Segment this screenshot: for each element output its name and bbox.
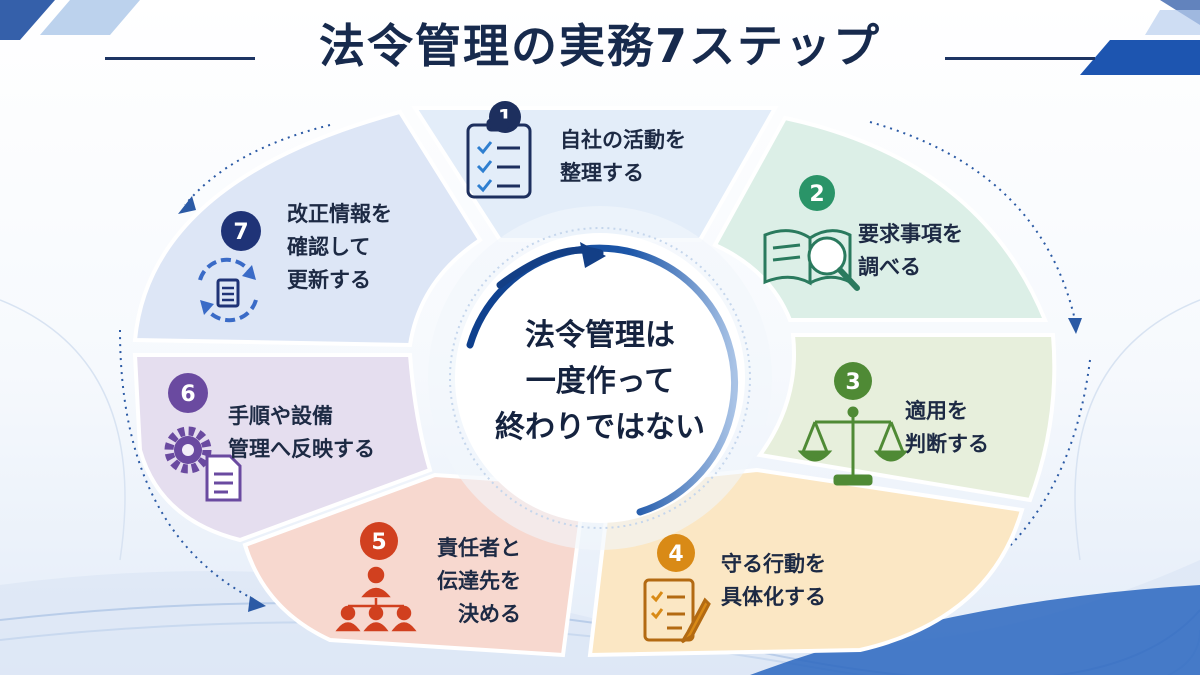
checklist-icon (466, 118, 532, 199)
step-number: 7 (233, 220, 248, 245)
gear-document-icon (164, 426, 242, 502)
step-badge-6: 6 (168, 373, 208, 413)
title-divider-right (945, 57, 1095, 60)
ring-arrow-head-icon (580, 242, 606, 268)
segment-step-2 (712, 115, 1048, 322)
step-number: 6 (180, 382, 195, 407)
org-chart-icon (335, 566, 417, 632)
step-5-label: 責任者と 伝達先を 決める (437, 536, 521, 626)
arrow-head-icon (178, 196, 196, 214)
step-badge-7: 7 (221, 211, 261, 251)
step-badge-3: 3 (834, 362, 872, 400)
scale-icon (797, 406, 909, 486)
step-number: 2 (809, 182, 824, 207)
step-4-label: 守る行動を 具体化する (721, 552, 826, 609)
arrow-head-icon (1068, 318, 1082, 334)
center-circle (455, 233, 745, 523)
cycle-arrow-top-left (184, 124, 331, 206)
step-1-label: 自社の活動を 整理する (560, 128, 686, 185)
page-title: 法令管理の実務7ステップ (318, 19, 881, 73)
book-search-icon (763, 229, 860, 291)
segment-step-3 (756, 333, 1057, 503)
center-message: 法令管理は 一度作って 終わりではない (495, 318, 705, 445)
step-badge-4: 4 (657, 534, 695, 572)
step-7-label: 改正情報を 確認して 更新する (287, 202, 392, 292)
step-3-label: 適用を 判断する (905, 399, 989, 456)
segment-step-5 (242, 472, 588, 658)
step-number: 5 (371, 530, 386, 555)
segment-step-7 (132, 109, 483, 348)
cycle-arrow-bottom-left (119, 329, 256, 601)
refresh-document-icon (198, 257, 258, 323)
step-badge-5: 5 (360, 522, 398, 560)
checklist-pencil-icon (643, 578, 711, 644)
step-badge-2: 2 (799, 175, 835, 211)
step-number: 4 (668, 542, 683, 567)
step-6-label: 手順や設備 管理へ反映する (228, 404, 375, 461)
title-divider-left (105, 57, 255, 60)
arrow-head-icon (248, 596, 266, 612)
step-number: 3 (845, 370, 860, 395)
step-2-label: 要求事項を 調べる (858, 222, 963, 279)
